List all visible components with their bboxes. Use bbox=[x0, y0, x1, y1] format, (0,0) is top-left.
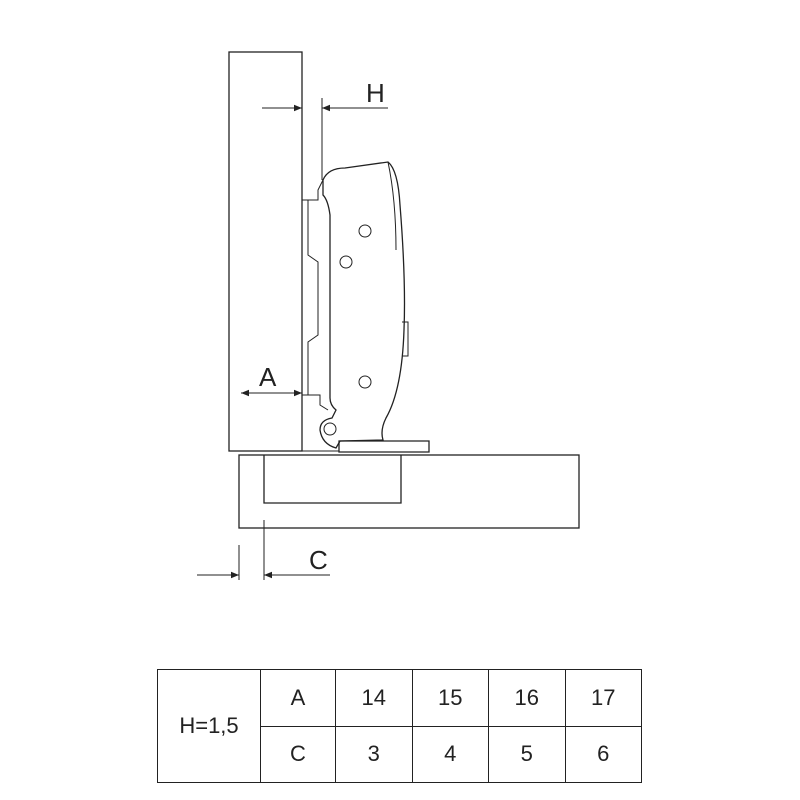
h-value-cell: H=1,5 bbox=[157, 669, 261, 783]
pivot-hole-base bbox=[323, 422, 337, 436]
hinge-drawing: H A C bbox=[197, 51, 580, 580]
value-cell: 14 bbox=[335, 669, 413, 727]
param-cell: C bbox=[260, 725, 336, 783]
value-cell: 15 bbox=[411, 669, 489, 727]
cabinet-panel bbox=[238, 454, 580, 529]
pivot-hole-mid bbox=[339, 255, 353, 269]
hinge-arm bbox=[319, 161, 409, 449]
spec-table: H=1,5 A 14 15 16 17 C 3 4 5 6 bbox=[157, 669, 642, 783]
door-panel bbox=[228, 51, 303, 452]
dimension-a: A bbox=[241, 362, 302, 397]
dimension-h-label: H bbox=[366, 78, 385, 108]
value-cell: 3 bbox=[335, 725, 413, 783]
hinge-cup bbox=[302, 179, 329, 411]
table-row: C 3 4 5 6 bbox=[158, 725, 642, 783]
dimension-c-label: C bbox=[309, 545, 328, 575]
pivot-hole-bottom bbox=[358, 375, 372, 389]
table-row: H=1,5 A 14 15 16 17 bbox=[157, 669, 642, 783]
pivot-hole-top bbox=[358, 224, 372, 238]
mounting-plate bbox=[338, 440, 430, 453]
value-cell: 6 bbox=[564, 725, 642, 783]
value-cell: 5 bbox=[488, 725, 566, 783]
dimension-c: C bbox=[197, 520, 330, 580]
value-cell: 17 bbox=[564, 669, 642, 727]
value-cell: 16 bbox=[488, 669, 566, 727]
dimension-a-label: A bbox=[259, 362, 277, 392]
dimension-h: H bbox=[262, 78, 388, 200]
param-cell: A bbox=[260, 669, 336, 727]
value-cell: 4 bbox=[411, 725, 489, 783]
